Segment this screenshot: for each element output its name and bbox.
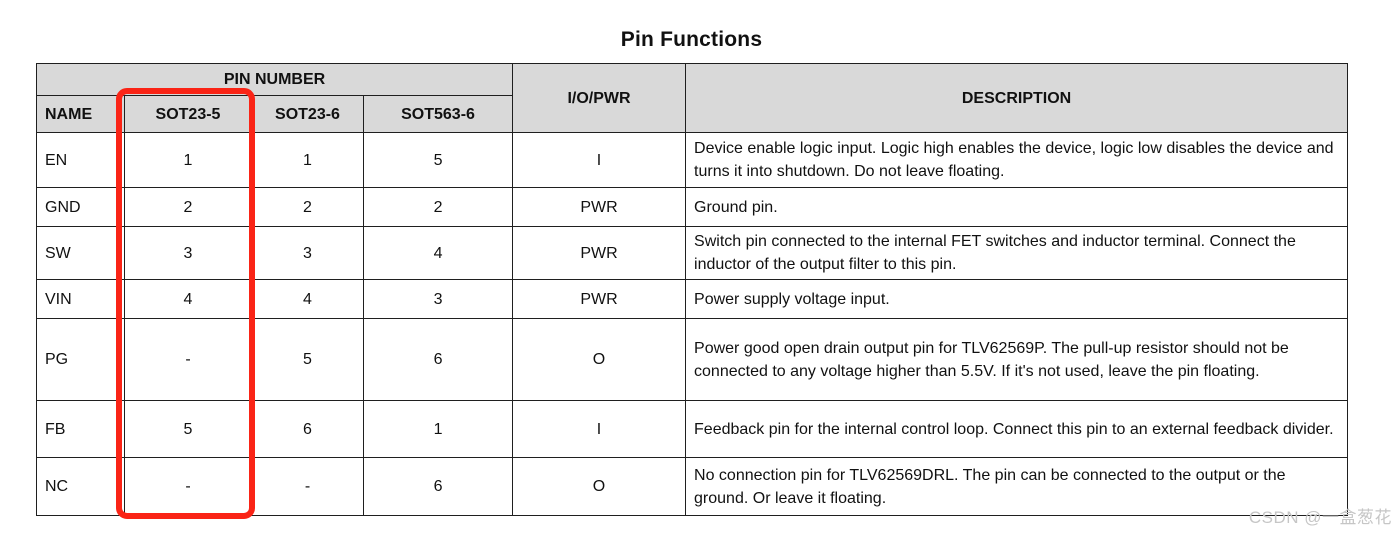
table-row-sw: SW 3 3 4 PWR Switch pin connected to the… xyxy=(36,226,1349,280)
pin-sot23-5: 1 xyxy=(124,132,252,188)
header-name: NAME xyxy=(36,95,125,133)
header-sot563-6: SOT563-6 xyxy=(362,95,514,133)
pin-sot23-5: - xyxy=(124,457,252,516)
pin-sot563-6: 4 xyxy=(362,226,514,280)
pin-name: GND xyxy=(36,187,125,227)
pin-sot23-5: 2 xyxy=(124,187,252,227)
pin-io: I xyxy=(512,400,687,458)
table-row-nc: NC - - 6 O No connection pin for TLV6256… xyxy=(36,457,1349,516)
pin-sot563-6: 5 xyxy=(362,132,514,188)
pin-sot23-5: 4 xyxy=(124,279,252,319)
pin-sot23-6: 5 xyxy=(251,318,364,401)
page-title: Pin Functions xyxy=(620,28,763,51)
table-header-row-1: PIN NUMBER I/O/PWR DESCRIPTION xyxy=(35,63,1349,133)
header-sot23-5: SOT23-5 xyxy=(124,95,252,133)
csdn-watermark: CSDN @一盒葱花 xyxy=(1248,508,1392,527)
pin-sot23-5: 5 xyxy=(124,400,252,458)
pin-sot23-6: - xyxy=(251,457,364,516)
pin-sot563-6: 3 xyxy=(362,279,514,319)
pin-sot563-6: 1 xyxy=(362,400,514,458)
pin-sot563-6: 6 xyxy=(362,318,514,401)
pin-name: VIN xyxy=(36,279,125,319)
pin-io: O xyxy=(512,457,687,516)
pin-name: EN xyxy=(36,132,125,188)
pin-io: PWR xyxy=(512,226,687,280)
pin-functions-table: PIN NUMBER I/O/PWR DESCRIPTION NAME SOT2… xyxy=(35,63,1349,516)
pin-description: Feedback pin for the internal control lo… xyxy=(685,400,1349,458)
pin-io: O xyxy=(512,318,687,401)
pin-description: Power good open drain output pin for TLV… xyxy=(685,318,1349,401)
pin-sot23-5: 3 xyxy=(124,226,252,280)
pin-name: NC xyxy=(36,457,125,516)
pin-name: SW xyxy=(36,226,125,280)
pin-sot563-6: 6 xyxy=(362,457,514,516)
pin-name: PG xyxy=(36,318,125,401)
pin-name: FB xyxy=(36,400,125,458)
pin-description: Power supply voltage input. xyxy=(685,279,1349,319)
table-row-fb: FB 5 6 1 I Feedback pin for the internal… xyxy=(36,400,1349,458)
pin-io: PWR xyxy=(512,187,687,227)
pin-io: I xyxy=(512,132,687,188)
table-row-en: EN 1 1 5 I Device enable logic input. Lo… xyxy=(36,132,1349,188)
pin-sot23-5: - xyxy=(124,318,252,401)
pin-description: No connection pin for TLV62569DRL. The p… xyxy=(685,457,1349,516)
pin-sot23-6: 3 xyxy=(251,226,364,280)
header-pin-number: PIN NUMBER xyxy=(35,63,514,96)
pin-sot563-6: 2 xyxy=(362,187,514,227)
table-row-pg: PG - 5 6 O Power good open drain output … xyxy=(36,318,1349,401)
header-sot23-6: SOT23-6 xyxy=(251,95,364,133)
pin-io: PWR xyxy=(512,279,687,319)
pin-description: Switch pin connected to the internal FET… xyxy=(685,226,1349,280)
table-row-vin: VIN 4 4 3 PWR Power supply voltage input… xyxy=(36,279,1349,319)
pin-description: Device enable logic input. Logic high en… xyxy=(685,132,1349,188)
pin-sot23-6: 4 xyxy=(251,279,364,319)
header-io-pwr: I/O/PWR xyxy=(512,63,687,133)
pin-sot23-6: 6 xyxy=(251,400,364,458)
header-description: DESCRIPTION xyxy=(685,63,1349,133)
pin-description: Ground pin. xyxy=(685,187,1349,227)
pin-sot23-6: 1 xyxy=(251,132,364,188)
pin-sot23-6: 2 xyxy=(251,187,364,227)
table-row-gnd: GND 2 2 2 PWR Ground pin. xyxy=(36,187,1349,227)
